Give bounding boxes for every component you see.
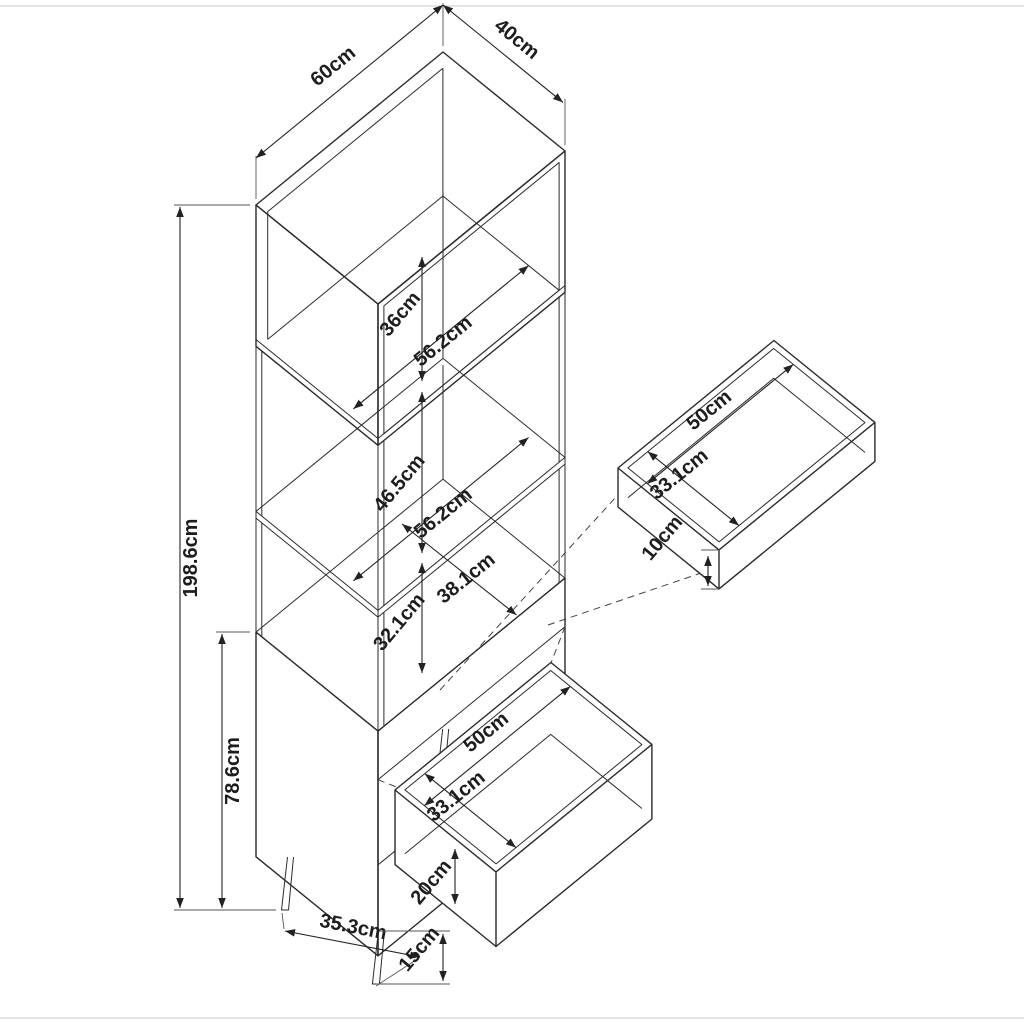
section3-posts [255, 365, 566, 732]
cabinet-top-face [255, 51, 566, 305]
dimension-legs: 35.3cm 15cm [281, 910, 450, 987]
dimension-total-height: 198.6cm [174, 204, 276, 911]
dim-label-leg-height: 15cm [395, 922, 445, 975]
small-drawer: 50cm 33.1cm 10cm [617, 339, 876, 590]
leader-large-drawer [377, 626, 566, 791]
dim-label-compartment2-width: 56.2cm [410, 483, 477, 543]
large-drawer: 50cm 33.1cm 20cm [394, 661, 653, 948]
leg-back-left [281, 856, 294, 911]
compartment1-left-face [255, 204, 379, 446]
exploded-leader-lines [377, 496, 717, 791]
dimension-compartment2: 46.5cm 56.2cm [353, 392, 529, 582]
dimension-compartment1: 36cm 56.2cm [353, 257, 529, 410]
dimension-lower-height: 78.6cm [216, 631, 250, 908]
dim-label-compartment1-height: 36cm [376, 287, 426, 340]
dim-label-width: 60cm [306, 42, 360, 91]
dim-label-total-height: 198.6cm [180, 519, 202, 598]
dim-label-lower-height: 78.6cm [222, 737, 244, 805]
dimension-cabinet-width: 60cm [255, 3, 444, 199]
dim-label-depth: 40cm [490, 15, 544, 64]
dimension-compartment3: 32.1cm 38.1cm [369, 523, 517, 673]
leader-small-drawer [439, 496, 717, 691]
lower-cabinet-left-face [255, 631, 379, 957]
section2-posts [255, 193, 566, 611]
dimension-cabinet-depth: 40cm [442, 4, 566, 145]
